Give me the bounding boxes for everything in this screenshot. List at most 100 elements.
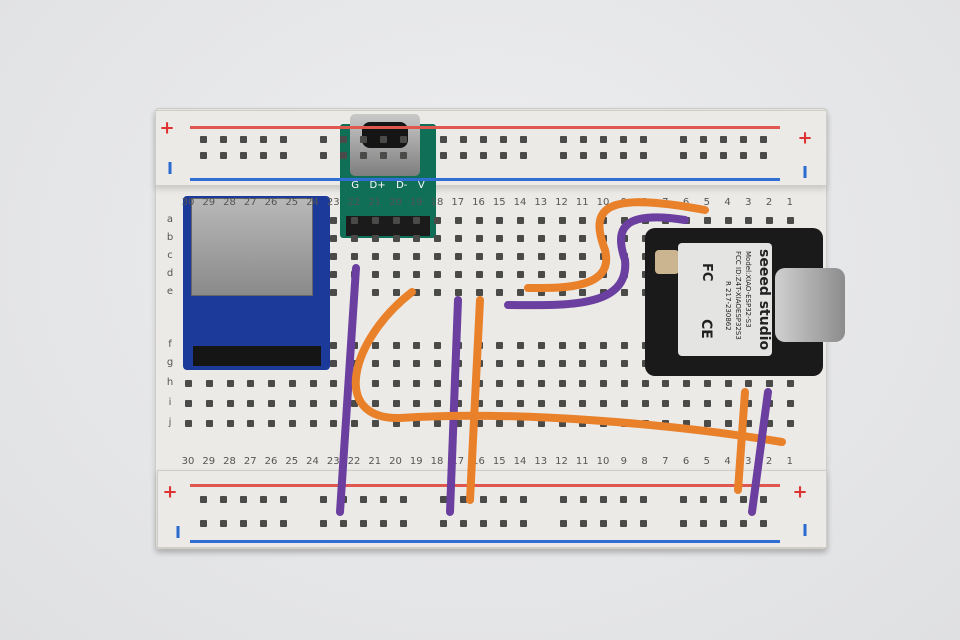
column-number: 20 bbox=[389, 456, 402, 467]
column-number: 25 bbox=[285, 197, 299, 208]
hole bbox=[288, 420, 296, 427]
purple-wire bbox=[504, 213, 689, 310]
hole bbox=[371, 420, 379, 427]
rail-hole bbox=[440, 496, 447, 503]
hole bbox=[517, 342, 524, 349]
hole bbox=[351, 420, 358, 427]
rail-hole bbox=[340, 520, 347, 527]
hole bbox=[226, 400, 234, 407]
rail-hole bbox=[500, 136, 507, 143]
rail-hole bbox=[440, 520, 447, 527]
hole bbox=[579, 360, 587, 367]
hole bbox=[517, 271, 524, 278]
hole bbox=[268, 400, 275, 407]
hole bbox=[247, 400, 255, 407]
row-letter: h bbox=[166, 377, 174, 388]
row-letter: e bbox=[166, 286, 174, 297]
hole bbox=[517, 289, 524, 296]
row-letter: g bbox=[166, 357, 174, 368]
row-letter: i bbox=[168, 397, 172, 408]
column-number: 14 bbox=[513, 456, 527, 467]
rail-hole bbox=[440, 136, 447, 143]
column-number: 5 bbox=[703, 197, 710, 208]
column-number: 7 bbox=[662, 456, 669, 467]
hole bbox=[517, 235, 524, 242]
hole bbox=[579, 400, 587, 407]
rail-hole bbox=[280, 520, 287, 527]
hole bbox=[620, 380, 628, 387]
hole bbox=[392, 400, 400, 407]
column-number: 22 bbox=[347, 456, 361, 467]
rail-hole bbox=[640, 152, 647, 159]
hole bbox=[330, 420, 338, 427]
column-number: 1 bbox=[786, 456, 793, 467]
column-number: 1 bbox=[786, 197, 793, 208]
hole bbox=[392, 235, 400, 242]
hole bbox=[413, 271, 421, 278]
rail-hole bbox=[740, 152, 747, 159]
hole bbox=[330, 342, 338, 349]
hole bbox=[413, 253, 421, 260]
column-number: 24 bbox=[306, 197, 319, 208]
hole bbox=[392, 360, 400, 367]
hole bbox=[558, 380, 566, 387]
hole bbox=[268, 420, 275, 427]
hole bbox=[496, 360, 504, 367]
rail-hole bbox=[200, 136, 207, 143]
hole bbox=[600, 342, 607, 349]
rail-hole bbox=[680, 136, 687, 143]
rail-hole bbox=[580, 520, 587, 527]
hole bbox=[351, 217, 358, 224]
hole bbox=[392, 420, 400, 427]
hole bbox=[683, 380, 690, 387]
hole bbox=[268, 380, 275, 387]
hole bbox=[475, 420, 483, 427]
hole bbox=[786, 400, 794, 407]
hole bbox=[537, 289, 545, 296]
orange-wire bbox=[734, 388, 749, 494]
rail-line bbox=[190, 540, 780, 543]
hole bbox=[537, 235, 545, 242]
orange-wire bbox=[524, 198, 709, 293]
hole bbox=[392, 342, 400, 349]
hole bbox=[205, 400, 213, 407]
hole bbox=[537, 271, 545, 278]
hole bbox=[537, 380, 545, 387]
hole bbox=[288, 380, 296, 387]
hole bbox=[434, 342, 441, 349]
column-number: 29 bbox=[202, 456, 216, 467]
column-number: 11 bbox=[575, 456, 589, 467]
rail-hole bbox=[720, 152, 727, 159]
hole bbox=[392, 253, 400, 260]
hole bbox=[371, 217, 379, 224]
hole bbox=[413, 420, 421, 427]
hole bbox=[558, 289, 566, 296]
hole bbox=[558, 420, 566, 427]
rail-hole bbox=[600, 136, 607, 143]
rail-hole bbox=[500, 152, 507, 159]
rail-hole bbox=[400, 520, 407, 527]
rail-hole bbox=[240, 152, 247, 159]
rf-shield: seeed studio Model:XIAO-ESP32-S3 FCC ID:… bbox=[678, 243, 772, 356]
orange-wire bbox=[466, 296, 484, 504]
rail-hole bbox=[320, 496, 327, 503]
hole bbox=[517, 217, 524, 224]
hole bbox=[537, 420, 545, 427]
bottom-power-rail bbox=[157, 470, 827, 548]
rail-hole bbox=[320, 152, 327, 159]
column-number: 27 bbox=[243, 197, 257, 208]
hole bbox=[392, 289, 400, 296]
column-number: 3 bbox=[745, 197, 752, 208]
hole bbox=[351, 253, 358, 260]
hole bbox=[537, 217, 545, 224]
hole bbox=[745, 217, 753, 224]
hole bbox=[517, 253, 524, 260]
rail-hole bbox=[560, 152, 567, 159]
rail-hole bbox=[380, 520, 387, 527]
hole bbox=[454, 271, 462, 278]
rail-line bbox=[190, 178, 780, 181]
hole bbox=[351, 400, 358, 407]
hole bbox=[475, 289, 483, 296]
column-number: 23 bbox=[326, 197, 340, 208]
hole bbox=[558, 253, 566, 260]
